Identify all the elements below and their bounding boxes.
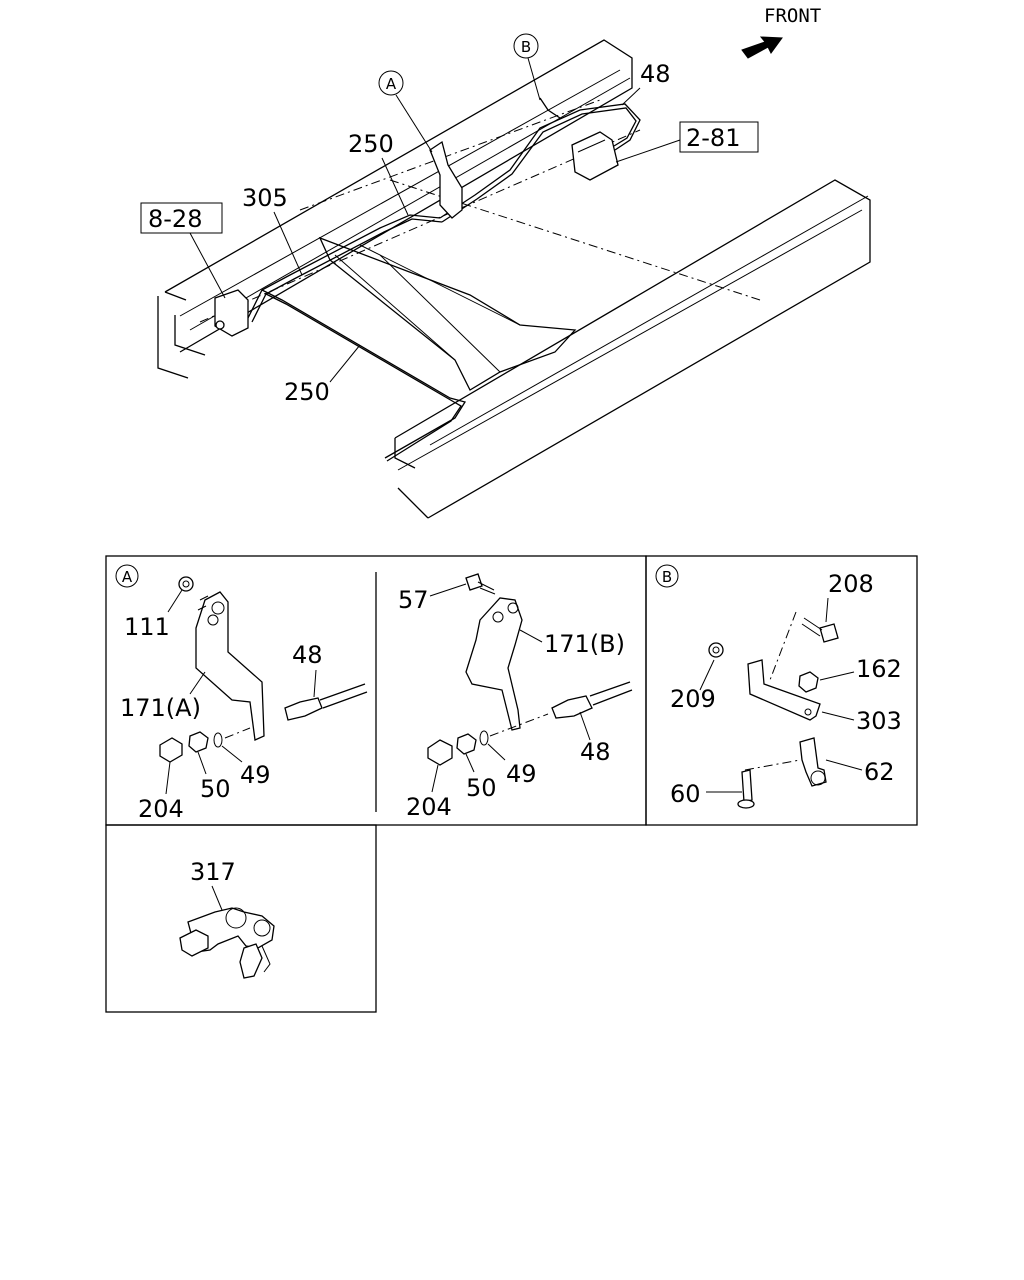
detail-c-panel bbox=[105, 824, 377, 1013]
detail-a-tag: A bbox=[122, 568, 133, 586]
washer-49-b bbox=[479, 730, 489, 746]
bracket-303 bbox=[747, 659, 821, 721]
label-171b: 171(B) bbox=[544, 630, 625, 658]
bolt-57 bbox=[465, 573, 483, 591]
pipe-fitting-48-a bbox=[284, 697, 323, 721]
ref-2-81: 2-81 bbox=[686, 124, 740, 152]
front-indicator: FRONT bbox=[741, 5, 821, 59]
detail-panels bbox=[105, 555, 918, 1013]
label-208: 208 bbox=[828, 570, 874, 598]
ref-8-28: 8-28 bbox=[148, 205, 202, 233]
bracket-a bbox=[429, 140, 463, 219]
ref-box-8-28 bbox=[140, 202, 223, 234]
label-50-a: 50 bbox=[200, 775, 231, 803]
label-49-a: 49 bbox=[240, 761, 271, 789]
label-48-a: 48 bbox=[292, 641, 323, 669]
bracket-171a bbox=[195, 591, 265, 741]
label-303: 303 bbox=[856, 707, 902, 735]
detail-b: B 208 209 162 303 62 60 bbox=[655, 564, 902, 809]
front-label: FRONT bbox=[764, 5, 821, 27]
label-305: 305 bbox=[242, 184, 288, 212]
bolt-208 bbox=[819, 623, 839, 643]
callout-a: A bbox=[386, 75, 397, 93]
nut-111 bbox=[178, 576, 194, 592]
label-204-a: 204 bbox=[138, 795, 184, 823]
label-317: 317 bbox=[190, 858, 236, 886]
label-250-top: 250 bbox=[348, 130, 394, 158]
label-162: 162 bbox=[856, 655, 902, 683]
detail-a-right: 57 171(B) 48 49 50 204 bbox=[398, 573, 633, 821]
label-209: 209 bbox=[670, 685, 716, 713]
nut-162 bbox=[798, 671, 819, 693]
label-50-b: 50 bbox=[466, 774, 497, 802]
bolt-60 bbox=[741, 769, 753, 803]
clip-62 bbox=[799, 737, 827, 787]
label-57: 57 bbox=[398, 586, 429, 614]
label-204-b: 204 bbox=[406, 793, 452, 821]
label-60: 60 bbox=[670, 780, 701, 808]
label-49-b: 49 bbox=[506, 760, 537, 788]
label-171a: 171(A) bbox=[120, 694, 201, 722]
label-250-bottom: 250 bbox=[284, 378, 330, 406]
detail-c: 317 bbox=[179, 858, 275, 979]
nut-209 bbox=[708, 642, 724, 658]
front-arrow-icon bbox=[741, 36, 783, 59]
valve-2-81 bbox=[571, 131, 619, 181]
label-48: 48 bbox=[640, 60, 671, 88]
callout-b: B bbox=[521, 38, 531, 56]
ref-box-2-81 bbox=[679, 121, 759, 153]
nut-50-a bbox=[188, 731, 209, 753]
main-components bbox=[214, 131, 619, 337]
brake-pipes bbox=[247, 97, 641, 462]
nut-204-b bbox=[427, 739, 453, 766]
label-48-b: 48 bbox=[580, 738, 611, 766]
nut-204-a bbox=[159, 737, 183, 763]
nut-50-b bbox=[456, 733, 477, 755]
bracket-171b bbox=[465, 597, 523, 731]
main-callouts: A B 48 2-81 250 305 8-28 250 bbox=[140, 33, 759, 406]
detail-b-panel bbox=[645, 555, 918, 826]
detail-a-left: A 111 48 171(A) 49 50 204 bbox=[115, 564, 368, 823]
label-111: 111 bbox=[124, 613, 170, 641]
frame-illustration bbox=[157, 39, 871, 519]
pipe-fitting-48-b bbox=[551, 695, 593, 719]
washer-49-a bbox=[213, 732, 223, 748]
label-62: 62 bbox=[864, 758, 895, 786]
detail-b-tag: B bbox=[662, 568, 672, 586]
